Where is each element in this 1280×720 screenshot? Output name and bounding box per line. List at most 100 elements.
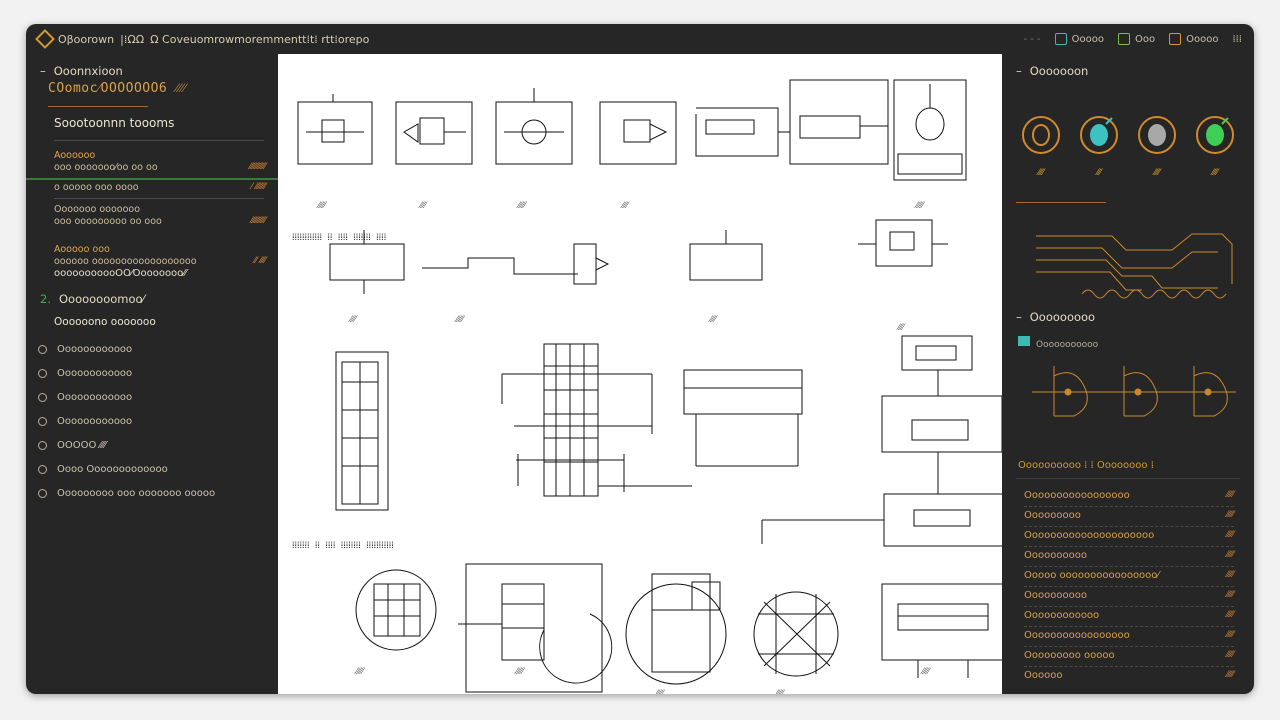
gauge-1[interactable]: ⁄⁄⁄⁄	[1016, 110, 1066, 178]
sidebar-subsection-title: Soootoonnn toooms	[54, 116, 175, 130]
component-label: ⁄⁄⁄⁄	[350, 315, 357, 325]
property-value: ⁄⁄⁄⁄⁄	[1226, 650, 1234, 660]
property-row[interactable]: Oooooooooo ⁄⁄⁄⁄⁄	[1024, 590, 1234, 607]
list-item[interactable]: Oooo Ooooooooooooo	[38, 464, 168, 475]
collapse-icon: –	[40, 64, 46, 78]
property-row[interactable]: Oooooooooo ⁄⁄⁄⁄⁄	[1024, 550, 1234, 567]
property-row[interactable]: Ooooooooooooooooooooo ⁄⁄⁄⁄⁄	[1024, 530, 1234, 547]
schematic-canvas[interactable]: ⁞⁞⁞⁞⁞⁞⁞⁞⁞⁞⁞⁞ ⁞⁞ ⁞⁞⁞⁞ ⁞⁞⁞⁞⁞⁞⁞ ⁞⁞⁞⁞ ⁞⁞⁞⁞⁞⁞…	[278, 54, 1002, 694]
property-value: ⁄⁄⁄⁄⁄	[1226, 490, 1234, 500]
property-label: Oooooooooooo	[1024, 610, 1100, 621]
list-item[interactable]: Oooooooooooo	[38, 344, 132, 355]
sidebar-section-2-header[interactable]: 2. Oooooooomoo⁄	[40, 292, 144, 306]
sidebar-section-title: Ooonnxioon	[53, 64, 123, 78]
component-7[interactable]	[893, 79, 967, 181]
component-16[interactable]	[761, 493, 1002, 547]
breadcrumb-part-1[interactable]: |⁞ΩΩ	[120, 32, 145, 46]
breadcrumb-part-2[interactable]: Ω Coveuomrowmoremmentt⁞t⁞ rtt⁞orepo	[150, 32, 370, 46]
gauge-ring-icon	[1022, 116, 1060, 154]
component-9[interactable]	[422, 243, 610, 285]
component-12[interactable]	[335, 351, 389, 511]
sidebar-section-header[interactable]: – Ooonnxioon	[40, 64, 123, 78]
component-label: ⁄⁄⁄⁄⁄	[656, 689, 664, 694]
component-8[interactable]	[329, 230, 405, 294]
property-value: ⁄⁄⁄⁄⁄	[1226, 510, 1234, 520]
sidebar-row-3[interactable]: Aooooo ooo	[54, 244, 266, 255]
gauge-3[interactable]: ⁄⁄⁄⁄	[1132, 110, 1182, 178]
component-10[interactable]	[689, 230, 763, 281]
list-item[interactable]: OOOOO ⁄⁄⁄⁄	[38, 440, 106, 451]
property-label: Ooooooooo	[1024, 510, 1081, 521]
component-label: ⁄⁄⁄⁄⁄	[516, 667, 524, 677]
toolbar-item-grid[interactable]: Ooo	[1118, 33, 1155, 45]
divider	[1016, 478, 1240, 479]
gauge-ring-icon	[1138, 116, 1176, 154]
component-21[interactable]	[881, 583, 1002, 678]
component-19[interactable]	[625, 573, 727, 685]
component-20[interactable]	[753, 591, 839, 677]
component-14[interactable]	[683, 369, 803, 467]
toolbar-item-camera[interactable]: Ooooo	[1169, 33, 1218, 45]
property-row[interactable]: Ooooooooo ⁄⁄⁄⁄⁄	[1024, 510, 1234, 527]
component-18[interactable]	[458, 563, 613, 693]
collapse-icon: –	[1016, 64, 1022, 78]
sidebar-row-group-a[interactable]: Aoooooo	[54, 150, 266, 161]
app-title: Oβoorown	[58, 32, 115, 46]
sidebar-row-2[interactable]: Ooooooo ooooooo	[54, 204, 266, 215]
camera-icon	[1169, 33, 1182, 45]
toolbar-item-cube[interactable]: Ooooo	[1054, 33, 1104, 45]
component-5[interactable]	[695, 107, 790, 157]
sidebar-row-active[interactable]: o ooooo ooo oooo ⁄ ⁄⁄⁄⁄⁄⁄⁄	[54, 182, 266, 193]
list-item[interactable]: Oooooooooooo	[38, 416, 132, 427]
gauge-2[interactable]: ⁄⁄⁄	[1074, 110, 1124, 178]
property-row[interactable]: Oooooo ⁄⁄⁄⁄⁄	[1024, 670, 1234, 681]
toolbar-item-camera-label: Ooooo	[1186, 33, 1219, 45]
list-item[interactable]: Ooooooooo ooo ooooooo ooooo	[38, 488, 215, 499]
component-11[interactable]	[858, 219, 948, 267]
row-label: o ooooo ooo oooo	[54, 182, 139, 193]
list-item-label: Oooo Ooooooooooooo	[57, 464, 168, 475]
row-divider	[1024, 546, 1234, 547]
list-item[interactable]: Oooooooooooo	[38, 368, 132, 379]
properties-toolbar[interactable]: Oooooooooo ⁞ ⁞ Oooooooo ⁞	[1018, 460, 1154, 471]
component-label: ⁄⁄⁄⁄⁄	[518, 201, 526, 211]
toolbar-item-cube-label: Ooooo	[1071, 33, 1104, 45]
radio-icon	[38, 369, 47, 378]
list-item[interactable]: Oooooooooooo	[38, 392, 132, 403]
property-label: Oooooo	[1024, 670, 1063, 681]
property-row[interactable]: Ooooo oooooooooooooooo⁄ ⁄⁄⁄⁄⁄	[1024, 570, 1234, 587]
circuit-graphic	[1032, 366, 1236, 417]
component-1[interactable]	[297, 94, 373, 165]
toolbar-item-menu[interactable]: ⁞⁞⁞	[1232, 34, 1242, 45]
gauge-value: ⁄⁄⁄⁄	[1153, 168, 1160, 178]
gauge-row: ⁄⁄⁄⁄ ⁄⁄⁄ ⁄⁄⁄⁄	[1016, 110, 1246, 190]
row-sub: ooo ooooooooo oo ooo	[54, 216, 162, 227]
component-label: ⁄⁄⁄⁄	[420, 201, 427, 211]
component-2[interactable]	[395, 101, 473, 165]
component-17[interactable]	[355, 569, 437, 651]
component-13[interactable]	[501, 343, 692, 497]
sidebar-row-2-sub: ooo ooooooooo oo ooo ⁄⁄⁄⁄⁄⁄⁄⁄⁄⁄	[54, 216, 266, 227]
gauge-4[interactable]: ⁄⁄⁄⁄	[1190, 110, 1240, 178]
section-caption-2: ⁞⁞⁞⁞⁞⁞⁞ ⁞⁞ ⁞⁞⁞⁞ ⁞⁞⁞⁞⁞⁞⁞⁞ ⁞⁞⁞⁞⁞⁞⁞⁞⁞⁞⁞	[292, 541, 394, 551]
flag-icon	[1018, 336, 1030, 346]
radio-icon	[38, 345, 47, 354]
property-row[interactable]: Ooooooooo ooooo ⁄⁄⁄⁄⁄	[1024, 650, 1234, 667]
radio-icon	[38, 417, 47, 426]
row-value: ⁄⁄⁄⁄⁄⁄⁄⁄⁄⁄	[250, 216, 266, 226]
property-row[interactable]: Ooooooooooooooooo ⁄⁄⁄⁄⁄	[1024, 490, 1234, 507]
property-label: Oooooooooo	[1024, 550, 1087, 561]
dash-divider: - - -	[1023, 33, 1041, 45]
app-window: Oβoorown |⁞ΩΩ Ω Coveuomrowmoremmentt⁞t⁞ …	[26, 24, 1254, 694]
radio-icon	[38, 489, 47, 498]
property-value: ⁄⁄⁄⁄⁄	[1226, 570, 1234, 580]
component-4[interactable]	[599, 101, 677, 165]
component-label: ⁄⁄⁄⁄⁄	[922, 667, 930, 677]
right-section-header[interactable]: – Ooooooon	[1016, 64, 1088, 78]
property-row[interactable]: Ooooooooooooooooo ⁄⁄⁄⁄⁄	[1024, 630, 1234, 647]
property-row[interactable]: Oooooooooooo ⁄⁄⁄⁄⁄	[1024, 610, 1234, 627]
component-15[interactable]	[881, 335, 1002, 494]
right-section-2-header[interactable]: – Ooooooooo	[1016, 310, 1095, 324]
component-6[interactable]	[789, 79, 889, 165]
component-3[interactable]	[495, 88, 573, 165]
